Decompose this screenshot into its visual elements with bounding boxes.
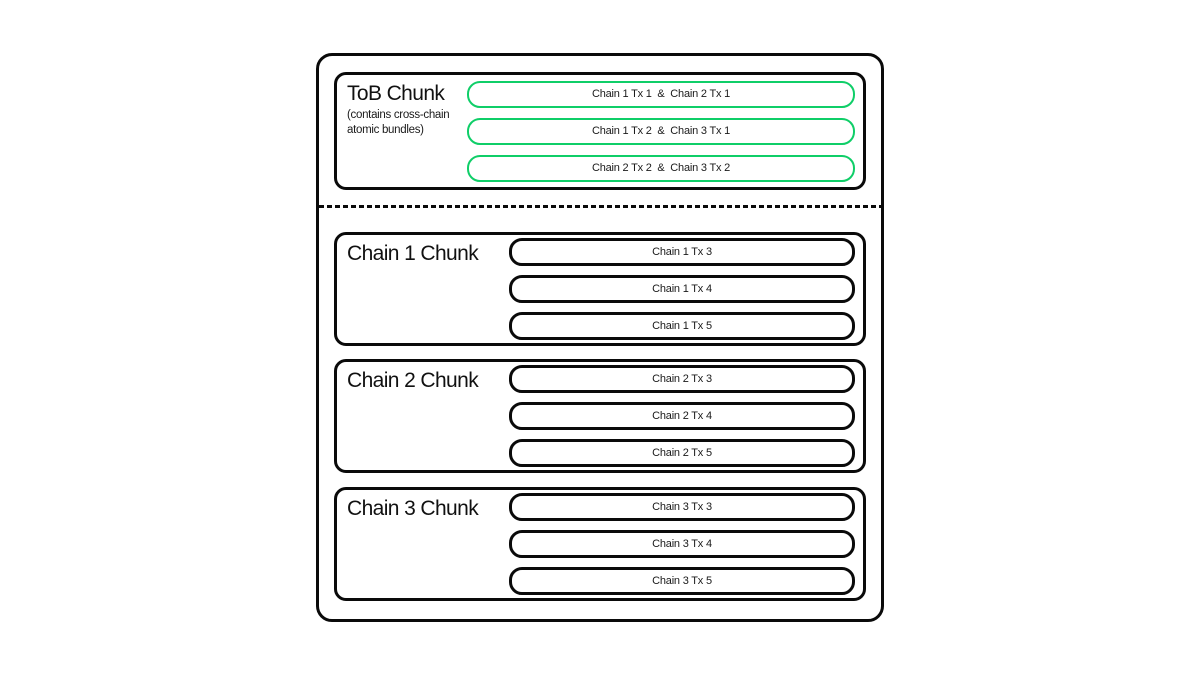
chain-1-chunk-box: Chain 1 Chunk Chain 1 Tx 3 Chain 1 Tx 4 … — [334, 232, 866, 346]
chain-2-chunk-title: Chain 2 Chunk — [347, 369, 479, 392]
chain-2-tx-list: Chain 2 Tx 3 Chain 2 Tx 4 Chain 2 Tx 5 — [509, 362, 863, 470]
chain-1-tx-list: Chain 1 Tx 3 Chain 1 Tx 4 Chain 1 Tx 5 — [509, 235, 863, 343]
tx-pill: Chain 3 Tx 3 — [509, 493, 855, 521]
chain-2-chunk-box: Chain 2 Chunk Chain 2 Tx 3 Chain 2 Tx 4 … — [334, 359, 866, 473]
block-container: ToB Chunk (contains cross-chain atomic b… — [316, 53, 884, 622]
chain-2-chunk-label-col: Chain 2 Chunk — [337, 362, 509, 470]
chain-1-chunk-title: Chain 1 Chunk — [347, 242, 479, 265]
tx-pill: Chain 2 Tx 5 — [509, 439, 855, 467]
dashed-separator — [319, 205, 881, 208]
tx-pill: Chain 3 Tx 4 — [509, 530, 855, 558]
tx-pill: Chain 2 Tx 3 — [509, 365, 855, 393]
tob-chunk-title: ToB Chunk — [347, 82, 445, 105]
tx-pill: Chain 3 Tx 5 — [509, 567, 855, 595]
chain-3-chunk-label-col: Chain 3 Chunk — [337, 490, 509, 598]
tx-label: Chain 2 Tx 5 — [652, 447, 712, 459]
atomic-bundle-label: Chain 1 Tx 2 & Chain 3 Tx 1 — [591, 125, 731, 137]
tx-label: Chain 3 Tx 4 — [652, 538, 712, 550]
atomic-bundle-label: Chain 2 Tx 2 & Chain 3 Tx 2 — [591, 162, 731, 174]
tx-label: Chain 1 Tx 3 — [652, 246, 712, 258]
tx-pill: Chain 1 Tx 5 — [509, 312, 855, 340]
tx-label: Chain 1 Tx 4 — [652, 283, 712, 295]
tx-label: Chain 1 Tx 5 — [652, 320, 712, 332]
chain-1-chunk-label-col: Chain 1 Chunk — [337, 235, 509, 343]
tob-chunk-subtitle: (contains cross-chain atomic bundles) — [347, 109, 450, 136]
chain-3-chunk-title: Chain 3 Chunk — [347, 497, 479, 520]
tx-label: Chain 3 Tx 5 — [652, 575, 712, 587]
chain-3-chunk-box: Chain 3 Chunk Chain 3 Tx 3 Chain 3 Tx 4 … — [334, 487, 866, 601]
atomic-bundle-pill: Chain 2 Tx 2 & Chain 3 Tx 2 — [467, 154, 855, 182]
tx-pill: Chain 1 Tx 4 — [509, 275, 855, 303]
tx-pill: Chain 1 Tx 3 — [509, 238, 855, 266]
tx-label: Chain 2 Tx 4 — [652, 410, 712, 422]
tob-chunk-label-col: ToB Chunk (contains cross-chain atomic b… — [337, 75, 467, 187]
atomic-bundle-label: Chain 1 Tx 1 & Chain 2 Tx 1 — [591, 88, 731, 100]
tx-pill: Chain 2 Tx 4 — [509, 402, 855, 430]
tx-label: Chain 3 Tx 3 — [652, 501, 712, 513]
atomic-bundle-pill: Chain 1 Tx 2 & Chain 3 Tx 1 — [467, 117, 855, 145]
tob-chunk-box: ToB Chunk (contains cross-chain atomic b… — [334, 72, 866, 190]
tx-label: Chain 2 Tx 3 — [652, 373, 712, 385]
chain-3-tx-list: Chain 3 Tx 3 Chain 3 Tx 4 Chain 3 Tx 5 — [509, 490, 863, 598]
atomic-bundle-pill: Chain 1 Tx 1 & Chain 2 Tx 1 — [467, 80, 855, 108]
tob-bundle-list: Chain 1 Tx 1 & Chain 2 Tx 1 Chain 1 Tx 2… — [467, 75, 863, 187]
